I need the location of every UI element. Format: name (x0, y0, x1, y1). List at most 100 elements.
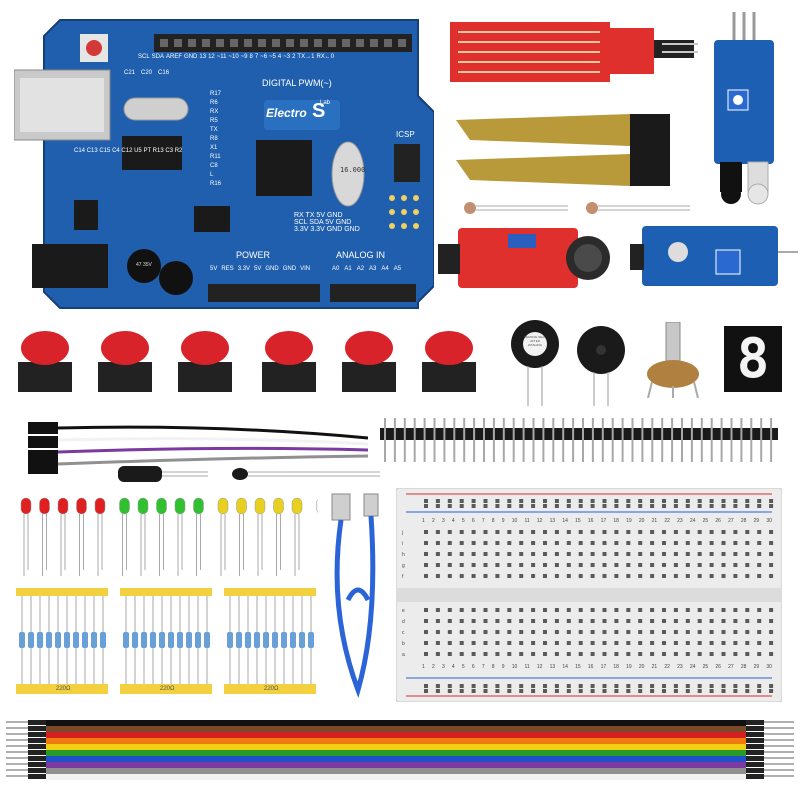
col-number: 7 (481, 518, 485, 524)
push-button (98, 331, 152, 392)
component-label: C14 (74, 148, 86, 154)
col-number: 13 (549, 664, 556, 670)
col-number: 13 (549, 518, 556, 524)
pin-label: 13 (199, 54, 207, 60)
pin-label: 12 (208, 54, 215, 60)
arduino-board: Electro S Lab DIGITAL PWM(~) POWER ANALO… (13, 16, 435, 312)
component-labels-top: C21 C20 C16 (124, 70, 169, 76)
col-number: 11 (524, 518, 530, 524)
component-label: RX (210, 109, 219, 115)
component-label: R2 (174, 148, 183, 154)
pin-label: 3.3V (237, 266, 251, 272)
resistor-label: 220Ω (56, 686, 71, 692)
female-jumper-cable (18, 418, 369, 474)
pin-label: ~5 (269, 54, 276, 60)
board-brand-mark: S (312, 100, 326, 122)
col-number: 25 (702, 518, 709, 524)
col-number: 5 (461, 518, 465, 524)
component-label: U5 (134, 148, 142, 154)
ir-sensor (712, 12, 776, 212)
col-number: 17 (600, 518, 607, 524)
col-number: 16 (587, 664, 594, 670)
component-label: X1 (210, 145, 218, 151)
pin-label: 5V (254, 266, 262, 272)
col-number: 16 (587, 518, 594, 524)
col-number: 23 (677, 518, 683, 524)
component-label: C20 (141, 70, 153, 76)
component-label: R11 (210, 154, 221, 160)
potentiometer (640, 321, 700, 399)
col-number: 20 (638, 518, 645, 524)
col-number: 26 (715, 664, 721, 670)
soil-moisture-sensor (450, 110, 680, 190)
usb-cable (318, 490, 398, 704)
push-buttons (12, 328, 508, 410)
led-set (18, 496, 327, 578)
push-button (178, 331, 232, 392)
col-number: 25 (702, 664, 709, 670)
col-number: 26 (715, 518, 721, 524)
pin-label: 4 (277, 54, 282, 60)
header-label: 3.3V 3.3V GND GND (294, 226, 360, 233)
header-labels: RX TX 5V GND SCL SDA 5V GND 3.3V 3.3V GN… (294, 212, 384, 233)
component-label: R13 (152, 148, 164, 154)
pin-label: A1 (344, 266, 352, 272)
crystal-label: 16.000 (340, 166, 366, 174)
component-labels-left: C14 C13 C15 C4 C12 U5 PT R13 C3 R2 (74, 146, 194, 156)
component-label: C16 (158, 70, 170, 76)
pin-label: ~10 (228, 54, 239, 60)
component-label: R6 (210, 100, 218, 106)
row-letter: f (402, 574, 404, 580)
col-number: 7 (481, 664, 485, 670)
analog-pin-labels: A0 A1 A2 A3 A4 A5 (332, 266, 418, 272)
col-number: 2 (431, 664, 435, 670)
row-letter: g (402, 563, 405, 569)
pin-label: SDA (151, 54, 165, 60)
component-label: R8 (210, 136, 218, 142)
row-letter: e (402, 608, 405, 614)
col-number: 18 (613, 664, 619, 670)
passive-buzzer (574, 326, 628, 406)
component-label: C15 (99, 148, 111, 154)
col-number: 22 (664, 518, 670, 524)
pin-label: A2 (356, 266, 365, 272)
col-number: 15 (575, 664, 581, 670)
col-number: 28 (740, 518, 747, 524)
col-number: 6 (471, 664, 475, 670)
tilt-switch (118, 464, 208, 484)
col-number: 1 (422, 664, 425, 670)
component-label: R5 (210, 118, 218, 124)
pin-label: SCL (138, 54, 150, 60)
row-letter: a (402, 652, 405, 658)
col-number: 9 (501, 664, 505, 670)
push-button (422, 331, 476, 392)
row-letter: h (402, 552, 405, 558)
pin-label: ~3 (283, 54, 291, 60)
col-number: 17 (600, 664, 607, 670)
pin-label: RES (221, 266, 234, 272)
pin-label: GND (265, 266, 279, 272)
col-number: 29 (753, 664, 760, 670)
col-number: 19 (626, 518, 632, 524)
photoresistor (460, 200, 570, 216)
breadboard-row-letters-top: j i h g f (402, 528, 412, 583)
pin-header-strip (380, 418, 780, 462)
col-number: 2 (431, 518, 435, 524)
push-button (262, 331, 316, 392)
component-label: TX (210, 127, 218, 133)
component-label: L (210, 172, 214, 178)
active-buzzer: REMOVE SEAL AFTER WASHING (508, 318, 562, 406)
pin-label: VIN (300, 266, 311, 272)
component-label: C3 (165, 148, 174, 154)
header-label: SCL SDA 5V GND (294, 219, 352, 226)
col-number: 15 (575, 518, 581, 524)
pin-label: TX→1 (297, 54, 315, 60)
col-number: 20 (638, 664, 645, 670)
component-label: PT (143, 148, 151, 154)
pin-label: 8 (249, 54, 253, 60)
component-label: C12 (121, 148, 133, 154)
col-number: 23 (677, 664, 683, 670)
pin-label: GND (282, 266, 297, 272)
